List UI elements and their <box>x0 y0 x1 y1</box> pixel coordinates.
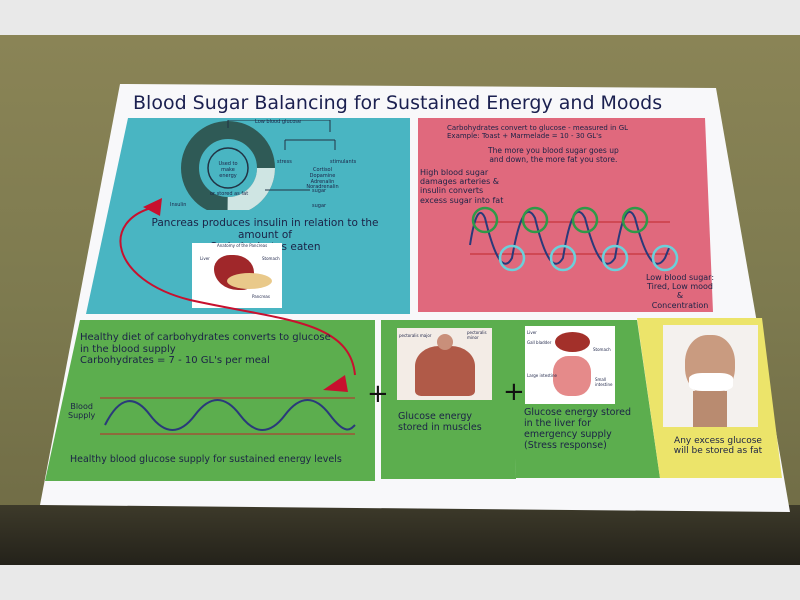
hormones-label: Cortisol Dopamine Adrenalin Noradrenalin <box>306 167 339 191</box>
overweight-person-image <box>663 325 758 427</box>
insulin-label: Insulin <box>170 202 187 208</box>
healthy-glucose-wave <box>100 397 356 435</box>
sugar-label: sugar <box>312 188 327 194</box>
glucose-cycle-diagram <box>181 120 336 210</box>
healthy-supply-footer: Healthy blood glucose supply for sustain… <box>70 454 342 465</box>
stored-fat-label: or stored as fat <box>210 191 249 197</box>
plus-sign: + <box>367 379 389 409</box>
poster-title: Blood Sugar Balancing for Sustained Ener… <box>133 92 663 114</box>
stimulants-label: stimulants <box>330 159 357 165</box>
muscles-image: pectoralis major pectoralis minor <box>397 328 492 400</box>
blood-sugar-swing-wave <box>469 206 679 272</box>
healthy-diet-text: Healthy diet of carbohydrates converts t… <box>80 332 331 366</box>
energy-label: Used to make energy <box>218 161 238 179</box>
gl-intro: Carbohydrates convert to glucose - measu… <box>447 124 629 141</box>
table-edge <box>0 505 800 565</box>
plus-sign: + <box>503 377 525 407</box>
low-glucose-label: Low blood glucose <box>255 119 302 125</box>
sugar-label: sugar <box>312 203 327 209</box>
digestive-system-image: Liver Gall bladder Stomach Large intesti… <box>525 326 615 404</box>
low-blood-sugar-text: Low blood sugar:Tired, Low mood &Concent… <box>645 273 715 310</box>
stress-label: stress <box>277 159 292 165</box>
pancreas-anatomy-image: Anatomy of the Pancreas Liver Stomach Pa… <box>192 243 282 308</box>
